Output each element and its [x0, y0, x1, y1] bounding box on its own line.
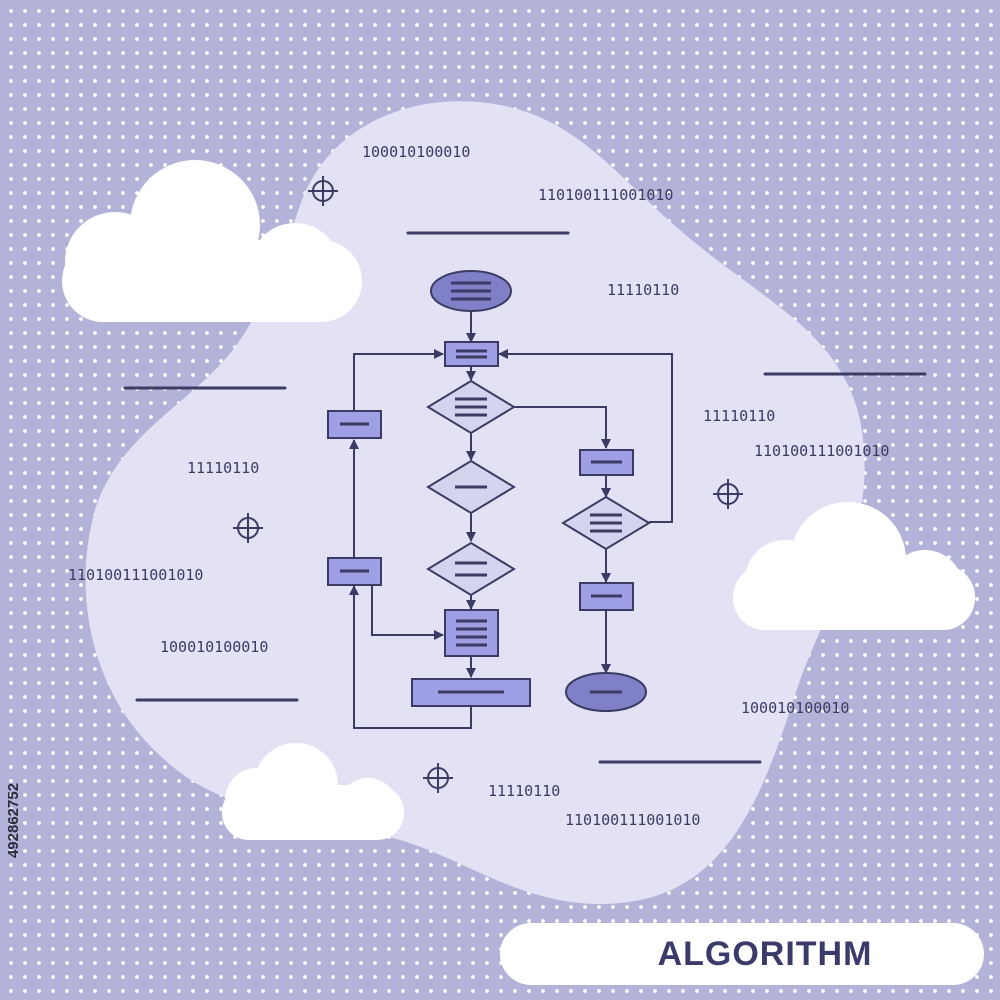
cloud-icon — [733, 502, 975, 630]
stock-id: 492862752 — [2, 760, 26, 880]
cloud-icon — [62, 160, 362, 322]
page-title: ALGORITHM — [657, 934, 873, 973]
arrow-head-icon — [353, 349, 444, 410]
binary-label: 11110110 — [187, 459, 259, 477]
crosshair-icon — [423, 763, 453, 793]
decision-node — [426, 379, 516, 435]
binary-label: 11110110 — [488, 782, 560, 800]
binary-label: 110100111001010 — [565, 811, 700, 829]
decision-node — [426, 459, 516, 515]
arrow-head-icon — [371, 585, 444, 640]
process-node — [411, 678, 531, 707]
arrow-head-icon — [349, 585, 472, 729]
process-node — [327, 557, 382, 586]
binary-label: 100010100010 — [741, 699, 849, 717]
arrow-head-icon — [513, 406, 611, 449]
end-terminal — [565, 672, 647, 712]
flow-connectors — [349, 311, 673, 729]
flowchart-nodes — [327, 270, 651, 712]
binary-label: 100010100010 — [160, 638, 268, 656]
decision-node — [426, 541, 516, 597]
process-node — [579, 449, 634, 476]
binary-label: 100010100010 — [362, 143, 470, 161]
cloud-icon — [222, 743, 404, 840]
title-banner: ALGORITHM — [500, 923, 984, 985]
crosshair-icon — [308, 176, 338, 206]
decorative-lines — [123, 231, 927, 764]
start-terminal — [430, 270, 512, 312]
process-node — [579, 582, 634, 611]
decision-node — [561, 495, 651, 551]
crosshair-icon — [233, 513, 263, 543]
crosshair-icon — [713, 479, 743, 509]
process-node — [444, 609, 499, 657]
binary-label: 110100111001010 — [754, 442, 889, 460]
process-node — [327, 410, 382, 439]
binary-label: 110100111001010 — [538, 186, 673, 204]
binary-label: 110100111001010 — [68, 566, 203, 584]
binary-label: 11110110 — [607, 281, 679, 299]
process-node — [444, 341, 499, 367]
arrow-head-icon — [498, 349, 673, 523]
binary-labels: 100010100010 110100111001010 11110110 11… — [68, 143, 889, 829]
stock-id-text: 492862752 — [5, 782, 23, 858]
binary-label: 11110110 — [703, 407, 775, 425]
